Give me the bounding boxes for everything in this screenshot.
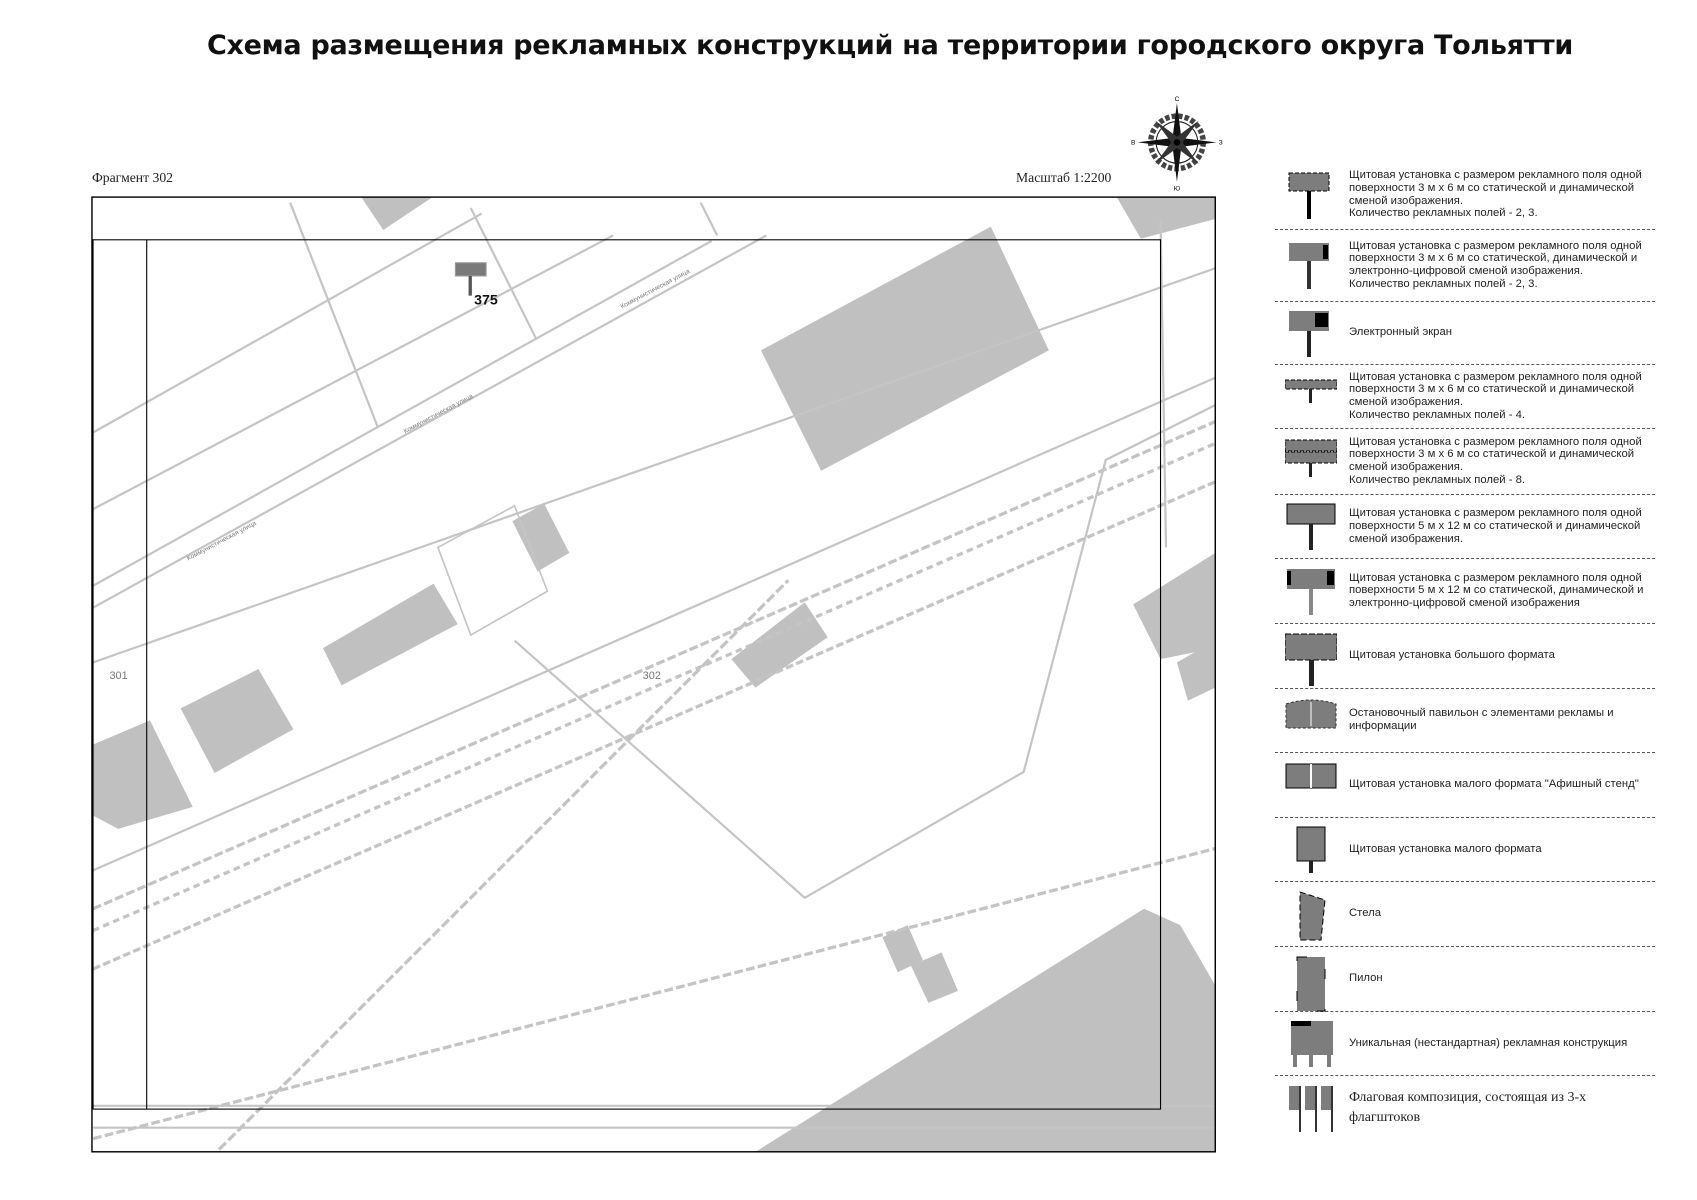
legend-item-label: Щитовая установка с размером рекламного …	[1349, 169, 1642, 220]
billboard-4-fields-icon	[1284, 372, 1338, 435]
legend-item-label: Флаговая композиция, состоящая из 3-х фл…	[1349, 1089, 1587, 1125]
street-label: Коммунистическая улица	[620, 268, 692, 311]
legend-item-label: Электронный экран	[1349, 326, 1452, 338]
map-area[interactable]: Коммунистическая улица Коммунистическая …	[92, 197, 1216, 1152]
legend-item: Щитовая установка малого формата "Афишны…	[1275, 752, 1655, 818]
legend-item-label: Щитовая установка с размером рекламного …	[1349, 507, 1642, 545]
legend-item-label: Остановочный павильон с элементами рекла…	[1349, 707, 1614, 732]
unique-construction-icon	[1285, 1019, 1335, 1082]
legend-item-label: Щитовая установка малого формата "Афишны…	[1349, 778, 1639, 790]
legend-item: Щитовая установка с размером рекламного …	[1275, 160, 1655, 230]
compass-east-label: З	[1219, 140, 1223, 147]
large-format-billboard-icon	[1284, 632, 1338, 695]
legend-item: Стела	[1275, 881, 1655, 947]
legend-item: Щитовая установка с размером рекламного …	[1275, 494, 1655, 559]
legend-item-label: Щитовая установка с размером рекламного …	[1349, 435, 1642, 486]
street-label: Коммунистическая улица	[186, 520, 258, 563]
building	[93, 720, 193, 829]
pylon-icon	[1285, 955, 1335, 1018]
legend-item: Щитовая установка с размером рекламного …	[1275, 229, 1655, 302]
scale-label: Масштаб 1:2200	[1016, 170, 1112, 185]
legend-item: Щитовая установка большого формата	[1275, 623, 1655, 689]
billboard-5x12-icon	[1285, 502, 1336, 565]
building	[1116, 197, 1216, 239]
legend-item-label: Щитовая установка малого формата	[1349, 842, 1542, 855]
roads	[92, 202, 1216, 1151]
billboard-icon	[1285, 171, 1335, 234]
legend-item: Щитовая установка с размером рекламного …	[1275, 428, 1655, 495]
stela-icon	[1285, 890, 1335, 953]
legend-item: Щитовая установка с размером рекламного …	[1275, 364, 1655, 429]
street-labels: Коммунистическая улица Коммунистическая …	[186, 268, 691, 562]
building	[180, 668, 294, 773]
legend-item-label: Щитовая установка с размером рекламного …	[1349, 239, 1642, 290]
zone-label-302: 302	[643, 670, 661, 682]
legend-item-label: Стела	[1349, 907, 1381, 919]
billboard-digital-icon	[1285, 241, 1335, 304]
billboard-5x12-digital-icon	[1285, 567, 1335, 630]
legend-item: Щитовая установка малого формата	[1275, 817, 1655, 882]
legend-item: Флаговая композиция, состоящая из 3-х фл…	[1275, 1075, 1655, 1140]
compass-west-label: В	[1131, 140, 1136, 147]
building	[1133, 552, 1216, 660]
page-title: Схема размещения рекламных конструкций н…	[207, 30, 1573, 61]
building-outline	[436, 504, 549, 637]
legend-item-label: Уникальная (нестандартная) рекламная кон…	[1349, 1036, 1628, 1049]
flag-composition-icon	[1285, 1084, 1335, 1147]
electronic-screen-icon	[1285, 309, 1335, 372]
legend-item-label: Щитовая установка с размером рекламного …	[1349, 571, 1644, 610]
building	[322, 583, 458, 686]
buildings	[93, 197, 1216, 1152]
compass-rose-icon: С Ю В З	[1131, 96, 1223, 193]
building	[731, 602, 828, 688]
building	[760, 226, 1049, 471]
legend-item: Остановочный павильон с элементами рекла…	[1275, 688, 1655, 753]
billboard-8-fields-icon	[1284, 437, 1338, 500]
small-format-billboard-icon	[1285, 825, 1335, 888]
map-frame	[91, 196, 1216, 1153]
legend-item: Щитовая установка с размером рекламного …	[1275, 558, 1655, 624]
fragment-boundary	[92, 239, 1162, 1110]
poster-stand-icon	[1285, 761, 1337, 824]
legend-item-label: Пилон	[1349, 972, 1383, 984]
building	[755, 908, 1216, 1152]
advertising-sign-375[interactable]: 375	[454, 262, 498, 309]
legend-item: Уникальная (нестандартная) рекламная кон…	[1275, 1011, 1655, 1076]
zone-label-301: 301	[109, 670, 127, 682]
building	[882, 925, 923, 973]
sign-number: 375	[474, 292, 498, 308]
legend-item: Пилон	[1275, 946, 1655, 1012]
building	[1176, 640, 1216, 701]
street-label: Коммунистическая улица	[403, 393, 475, 436]
building	[512, 503, 570, 572]
compass-south-label: Ю	[1174, 186, 1181, 193]
legend-item: Электронный экран	[1275, 301, 1655, 365]
building	[361, 197, 433, 230]
fragment-label: Фрагмент 302	[92, 170, 173, 185]
compass-north-label: С	[1175, 96, 1180, 103]
billboard-icon	[454, 262, 487, 277]
legend-item-label: Щитовая установка с размером рекламного …	[1349, 370, 1642, 421]
building	[910, 952, 958, 1003]
bus-stop-pavilion-icon	[1285, 696, 1337, 759]
legend-item-label: Щитовая установка большого формата	[1349, 649, 1555, 661]
